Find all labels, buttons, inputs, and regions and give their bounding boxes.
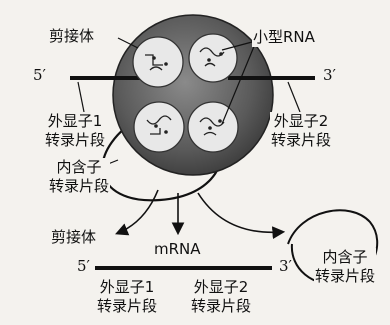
intron-product-label: 内含子转录片段 — [314, 248, 376, 286]
mrna-label: mRNA — [153, 240, 202, 259]
spliceosome-product-label: 剪接体 — [50, 228, 97, 247]
leader-exon2-top — [288, 82, 300, 112]
leader-exon1-top — [78, 82, 84, 112]
five-prime-label-top: 5′ — [32, 66, 47, 85]
spliceosome-body — [113, 15, 273, 175]
five-prime-label-bottom: 5′ — [76, 257, 91, 276]
small-rna-subunit — [133, 37, 183, 87]
intron-label-top: 内含子转录片段 — [48, 158, 110, 196]
three-prime-label-top: 3′ — [322, 66, 337, 85]
small-rna-subunit — [188, 102, 238, 152]
small-rna-subunit — [134, 102, 184, 152]
small-rna-subunit — [189, 34, 237, 82]
three-prime-label-bottom: 3′ — [278, 257, 293, 276]
spliceosome-label: 剪接体 — [48, 27, 95, 46]
arrow-to-intron — [198, 193, 282, 232]
small-rna-label: 小型RNA — [252, 28, 316, 47]
